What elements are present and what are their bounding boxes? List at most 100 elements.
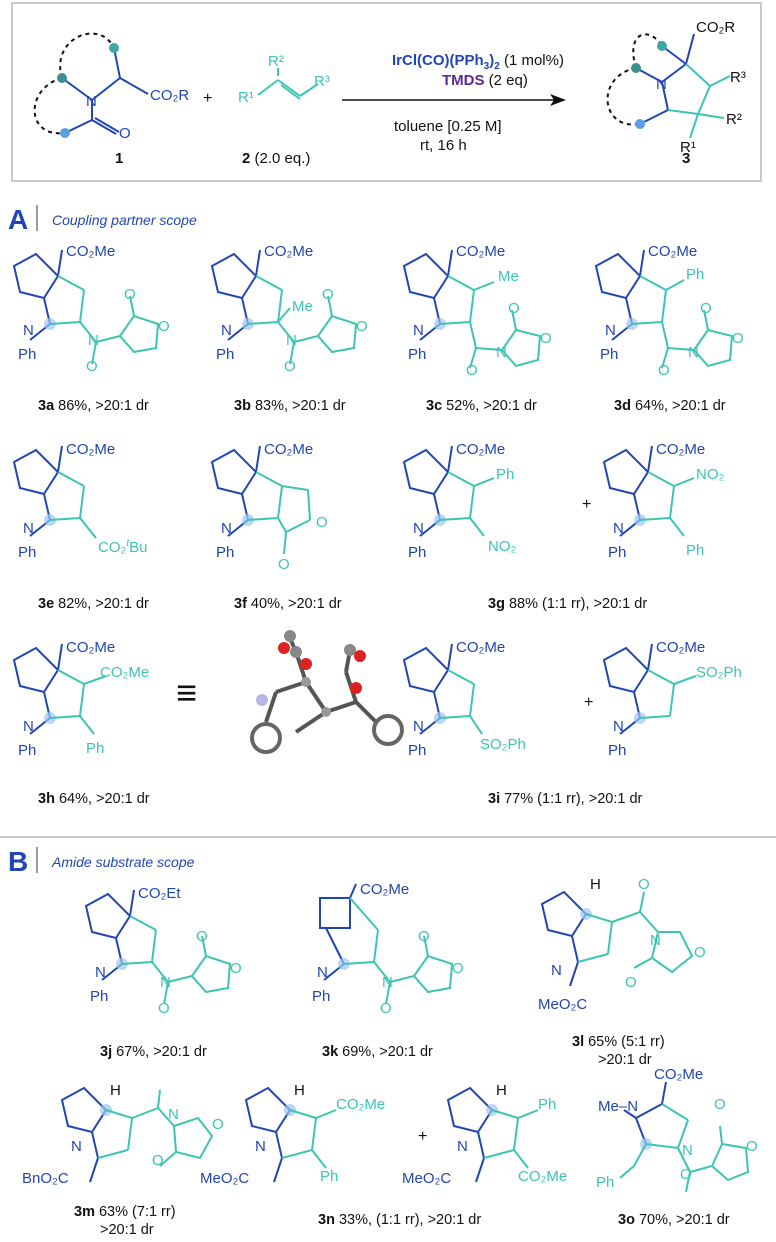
caption-3d: 3d 64%, >20:1 dr (614, 398, 726, 414)
catalyst-label: IrCl(CO)(PPh3)2 (1 mol%) (392, 52, 564, 72)
3n-a-co2me: CO₂Me (336, 1096, 386, 1113)
structure-3j (85, 889, 232, 1005)
3o-o-top: O (714, 1096, 726, 1113)
3j-o-top: O (196, 928, 208, 945)
3g-b-co2me: CO₂Me (656, 441, 706, 458)
reactant-1-label: 1 (115, 150, 124, 167)
3m-h: H (110, 1082, 121, 1099)
3n-b-h: H (496, 1082, 507, 1099)
3a-co2me: CO₂Me (66, 243, 116, 260)
row-1-structures (13, 249, 734, 369)
structure-3n-a (244, 1086, 337, 1183)
3d-ph-teal: Ph (686, 266, 705, 283)
3a-o-ring: O (158, 318, 170, 335)
3m-n-amide: N (168, 1106, 179, 1123)
3n-a-meo2c: MeO₂C (200, 1170, 250, 1187)
3c-ph: Ph (408, 346, 427, 363)
3a-n: N (23, 322, 34, 339)
product-r3: R³ (730, 69, 746, 86)
caption-3c: 3c 52%, >20:1 dr (426, 398, 537, 414)
caption-3m-line2: >20:1 dr (100, 1222, 154, 1238)
reactant-1-o: O (119, 125, 131, 142)
alkene-r1: R¹ (238, 89, 254, 106)
3o-o-ring: O (746, 1138, 758, 1155)
3b-o-carbonyl: O (284, 358, 296, 375)
3c-o-carbonyl: O (466, 362, 478, 379)
section-b-bar (36, 847, 38, 873)
3k-o-carbonyl: O (380, 1000, 392, 1017)
structure-3o (619, 1081, 750, 1193)
reactant-2-label: 2 (2.0 eq.) (242, 150, 311, 167)
3c-o-ring: O (540, 330, 552, 347)
caption-3l-line2: >20:1 dr (598, 1052, 652, 1068)
3c-n: N (413, 322, 424, 339)
row-3-structures (13, 643, 697, 735)
3j-co2et: CO₂Et (138, 885, 181, 902)
caption-3g: 3g 88% (1:1 rr), >20:1 dr (488, 596, 648, 612)
3e-co2tbu: CO₂tBu (98, 538, 148, 556)
3g-b-no2: NO₂ (696, 466, 725, 483)
product-n: N (656, 76, 667, 93)
3k-ph: Ph (312, 988, 331, 1005)
reaction-arrow (342, 94, 566, 106)
3g-a-n: N (413, 520, 424, 537)
3l-n-amide: N (650, 932, 661, 949)
xray-crystal-structure (250, 630, 404, 754)
3f-o-carbonyl: O (278, 556, 290, 573)
reactant-1-n: N (86, 93, 97, 110)
3d-ph: Ph (600, 346, 619, 363)
3n-b-co2me: CO₂Me (518, 1168, 568, 1185)
3m-n: N (71, 1138, 82, 1155)
caption-3a: 3a 86%, >20:1 dr (38, 398, 149, 414)
alkene-r2: R² (268, 53, 284, 70)
3j-o-carbonyl: O (158, 1000, 170, 1017)
3a-n-amide: N (88, 332, 99, 349)
caption-3j: 3j 67%, >20:1 dr (100, 1044, 207, 1060)
3b-co2me: CO₂Me (264, 243, 314, 260)
3h-ph-teal: Ph (86, 740, 105, 757)
3g-a-co2me: CO₂Me (456, 441, 506, 458)
row-2-structures (13, 445, 695, 555)
caption-3b: 3b 83%, >20:1 dr (234, 398, 346, 414)
plus-3n: + (418, 1128, 428, 1145)
3g-b-ph: Ph (608, 544, 627, 561)
3a-ph: Ph (18, 346, 37, 363)
3f-n: N (221, 520, 232, 537)
3n-b-meo2c: MeO₂C (402, 1170, 452, 1187)
3a-o-carbonyl: O (86, 358, 98, 375)
3e-n: N (23, 520, 34, 537)
alkene-r3: R³ (314, 73, 330, 90)
3j-ph: Ph (90, 988, 109, 1005)
3g-a-no2: NO₂ (488, 538, 517, 555)
3o-ph: Ph (596, 1174, 615, 1191)
3i-a-ph: Ph (408, 742, 427, 759)
section-a-bar (36, 205, 38, 231)
3l-n: N (551, 962, 562, 979)
plus-3g: + (582, 496, 592, 513)
3e-ph: Ph (18, 544, 37, 561)
3g-a-ph: Ph (408, 544, 427, 561)
reductant-label: TMDS (2 eq) (442, 72, 528, 89)
3h-co2me: CO₂Me (66, 639, 116, 656)
3h-n: N (23, 718, 34, 735)
structure-3d (595, 249, 734, 369)
3j-n: N (95, 964, 106, 981)
structure-3m (60, 1086, 214, 1183)
section-b-title: Amide substrate scope (52, 854, 195, 870)
structure-3i-b (603, 643, 697, 735)
structure-3f (211, 445, 311, 555)
3n-a-h: H (294, 1082, 305, 1099)
3d-o-top: O (700, 300, 712, 317)
reactant-1-structure: N O CO₂R (33, 32, 189, 142)
3d-co2me: CO₂Me (648, 243, 698, 260)
3k-n: N (317, 964, 328, 981)
caption-3n: 3n 33%, (1:1 rr), >20:1 dr (318, 1212, 482, 1228)
caption-3o: 3o 70%, >20:1 dr (618, 1212, 730, 1228)
3f-co2me: CO₂Me (264, 441, 314, 458)
structure-3n-b (446, 1086, 539, 1183)
3a-o-top: O (124, 286, 136, 303)
caption-3k: 3k 69%, >20:1 dr (322, 1044, 433, 1060)
product-co2r: CO₂R (696, 19, 735, 36)
3i-a-n: N (413, 718, 424, 735)
structure-3c (403, 249, 542, 369)
